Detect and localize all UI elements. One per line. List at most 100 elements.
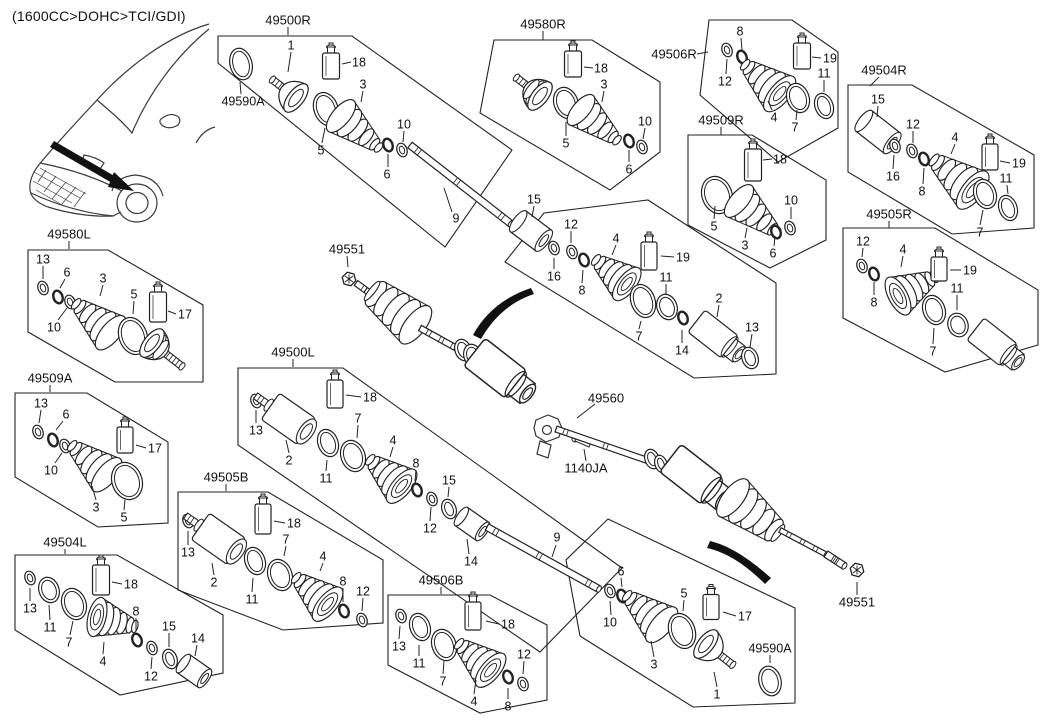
part-label-8: 8 — [340, 575, 347, 589]
ring-seal-shape — [921, 294, 947, 326]
part-label-10: 10 — [784, 194, 798, 208]
group-label-49580R: 49580R — [520, 17, 566, 32]
leader-line — [722, 611, 737, 617]
leader-line — [767, 100, 773, 111]
part-label-4: 4 — [100, 655, 107, 669]
leader-line — [861, 247, 864, 258]
leader-line — [287, 51, 292, 73]
ring-seal-shape — [37, 280, 49, 296]
grease-bottle-shape — [563, 40, 583, 78]
ring-seal-shape — [636, 139, 648, 155]
leader-line — [414, 469, 417, 482]
cv-boot-shape — [716, 478, 786, 543]
part-label-3: 3 — [742, 239, 749, 253]
ring-seal-shape — [38, 576, 60, 604]
part-label-16: 16 — [886, 170, 900, 184]
leader-line — [285, 439, 290, 454]
leader-line — [773, 235, 776, 247]
grease-bottle-shape — [640, 231, 658, 271]
leader-line — [389, 446, 394, 458]
part-label-17: 17 — [738, 610, 752, 624]
part-label-14: 14 — [191, 632, 205, 646]
part-label-4: 4 — [471, 695, 478, 709]
part-label-49560: 49560 — [588, 391, 624, 406]
leader-line — [473, 679, 477, 695]
part-label-1: 1 — [714, 688, 721, 702]
part-label-4: 4 — [771, 111, 778, 125]
leader-line — [398, 625, 401, 640]
part-label-6: 6 — [63, 408, 70, 422]
leader-line — [650, 640, 655, 658]
ring-seal-shape — [32, 424, 44, 440]
grease-bottle-shape — [116, 416, 134, 454]
ring-seal-shape — [356, 612, 368, 628]
ring-seal-shape — [110, 461, 144, 501]
leader-line — [194, 644, 198, 657]
group-box-49509A — [14, 392, 169, 528]
group-label-49504L: 49504L — [43, 535, 86, 550]
leader-line — [795, 109, 798, 121]
part-label-5: 5 — [681, 587, 688, 601]
clip-ring-shape — [770, 224, 782, 240]
leader-line — [1006, 184, 1009, 195]
part-label-8: 8 — [579, 284, 586, 298]
clip-ring-shape — [47, 432, 59, 448]
axle-nut-shape — [849, 562, 865, 578]
leader-line — [642, 127, 646, 140]
group-label-49500L: 49500L — [271, 345, 314, 360]
leader-line — [922, 167, 925, 185]
grease-bottle-shape — [326, 369, 344, 409]
cv-joint-shape — [512, 73, 553, 111]
grease-bottle-shape — [743, 138, 763, 182]
group-box-49509R — [687, 134, 827, 269]
part-label-6: 6 — [626, 163, 633, 177]
clip-ring-shape — [382, 137, 394, 153]
damper-cylinder-shape — [453, 506, 491, 542]
grease-bottle-shape — [321, 42, 341, 80]
part-label-8: 8 — [919, 185, 926, 199]
part-label-6: 6 — [770, 247, 777, 261]
leader-line — [869, 76, 880, 87]
part-label-15: 15 — [162, 620, 176, 634]
cv-boot-shape — [66, 439, 123, 493]
ring-seal-shape — [997, 194, 1019, 222]
ring-seal-shape — [604, 583, 616, 599]
part-label-17: 17 — [148, 442, 162, 456]
group-label-49505B: 49505B — [204, 470, 249, 485]
part-label-49551: 49551 — [329, 242, 365, 257]
leader-line — [892, 154, 895, 170]
grease-bottle-shape — [91, 554, 111, 596]
leader-line — [102, 641, 105, 655]
leader-line — [979, 209, 984, 226]
axle-nut-shape — [341, 271, 357, 287]
ring-seal-shape — [60, 587, 88, 621]
part-label-7: 7 — [636, 330, 643, 344]
leader-line — [609, 600, 612, 616]
leader-line — [443, 187, 453, 213]
part-label-6: 6 — [384, 168, 391, 182]
part-label-6: 6 — [618, 565, 625, 579]
clip-ring-shape — [52, 289, 64, 305]
part-label-12: 12 — [718, 75, 732, 89]
leader-line — [466, 538, 470, 555]
part-label-15: 15 — [871, 93, 885, 107]
ring-seal-shape — [161, 648, 179, 670]
leader-line — [132, 300, 135, 315]
part-label-7: 7 — [440, 675, 447, 689]
group-boxes-layer — [14, 19, 1039, 714]
part-label-2: 2 — [716, 292, 723, 306]
group-box-49580L — [27, 249, 204, 383]
clip-ring-shape — [411, 482, 423, 498]
axle-shaft-shape — [484, 523, 602, 593]
part-label-18: 18 — [287, 517, 301, 531]
inner-joint-shape — [252, 392, 318, 445]
part-label-14: 14 — [675, 344, 689, 358]
part-label-13: 13 — [249, 424, 263, 438]
part-label-7: 7 — [930, 345, 937, 359]
part-label-18: 18 — [594, 62, 608, 76]
part-label-11: 11 — [1000, 172, 1013, 186]
cv-boot-shape — [621, 589, 679, 644]
ring-seal-shape — [889, 138, 901, 154]
leader-line — [135, 444, 147, 449]
leader-line — [583, 448, 587, 462]
